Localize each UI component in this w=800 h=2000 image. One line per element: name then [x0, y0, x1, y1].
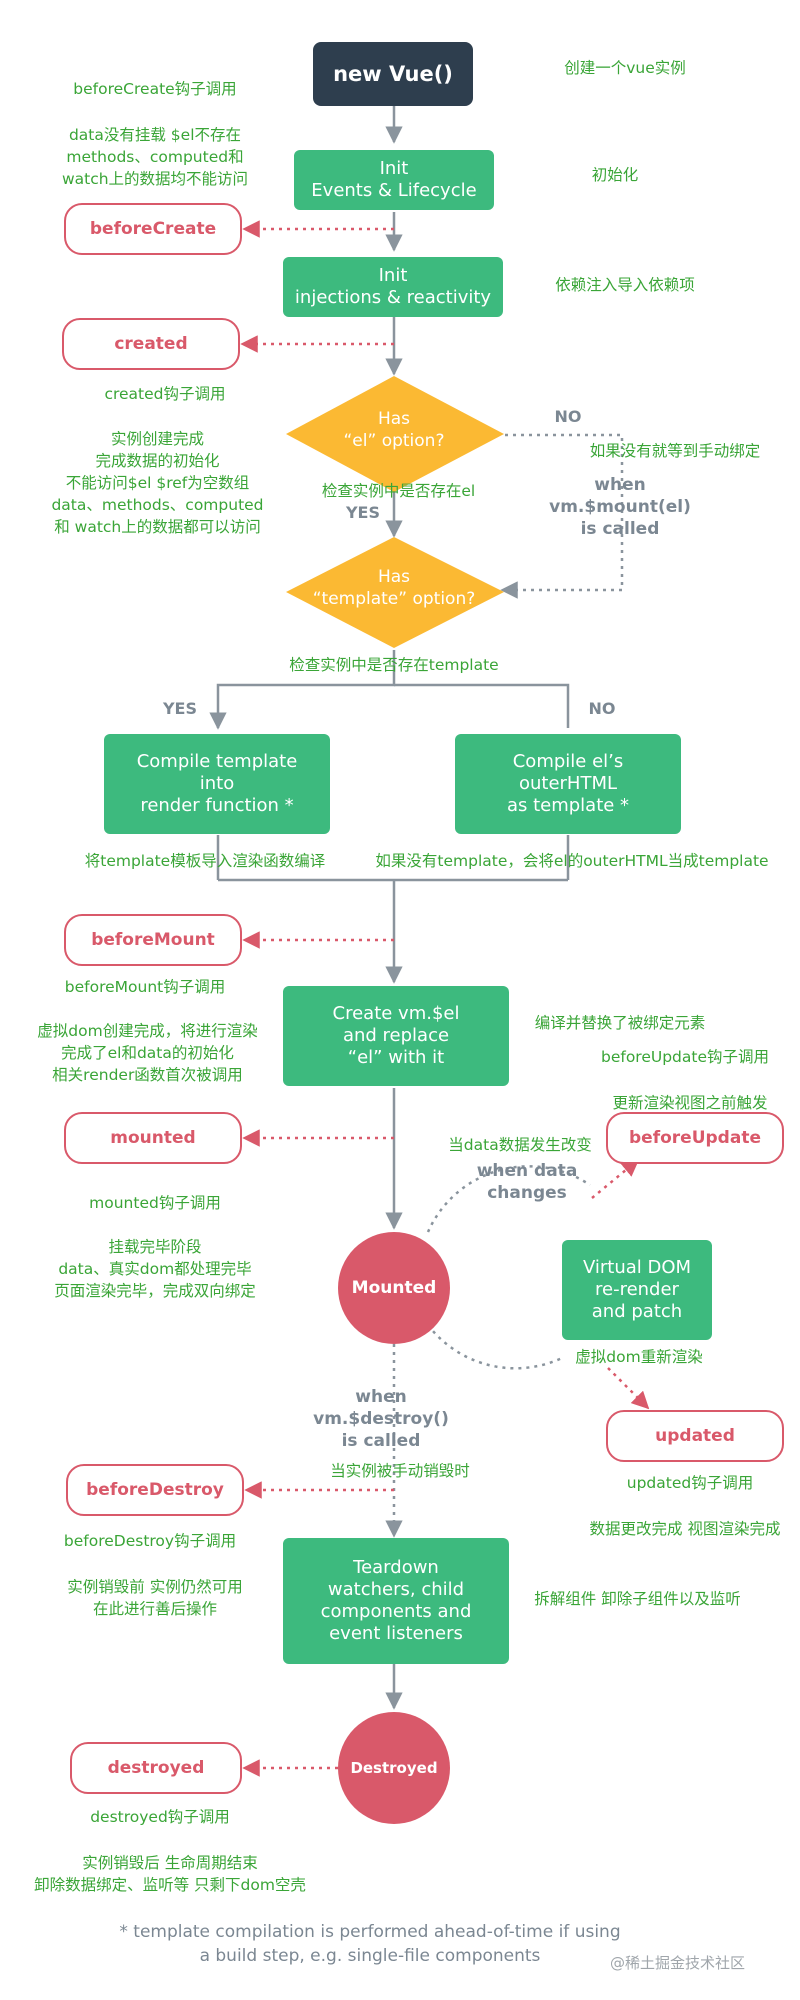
init-events-node: Init Events & Lifecycle: [294, 150, 494, 210]
watermark: @稀土掘金技术社区: [610, 1954, 746, 1972]
has-template-decision-shape: [286, 537, 504, 648]
when-destroy-label: when vm.$destroy() is called: [313, 1387, 449, 1451]
virtual-dom-node: Virtual DOM re-render and patch: [562, 1240, 712, 1340]
annotation-mounted-desc: 挂载完毕阶段 data、真实dom都处理完毕 页面渲染完毕，完成双向绑定: [54, 1238, 256, 1300]
hook-before-mount: beforeMount: [64, 914, 242, 966]
annotation-check-el: 检查实例中是否存在el: [321, 482, 476, 500]
hook-line: [607, 1367, 650, 1410]
hook-before-update: beforeUpdate: [606, 1112, 784, 1164]
annotation-outer-html-note: 如果没有template，会将el的outerHTML当成template: [375, 852, 769, 870]
yes-label-el: YES: [345, 503, 381, 522]
new-vue-node: new Vue(): [313, 42, 473, 106]
annotation-before-mount-desc: 虚拟dom创建完成，将进行渲染 完成了el和data的初始化 相关render函…: [37, 1022, 258, 1084]
annotation-initialize: 初始化: [591, 166, 639, 184]
flow-line: [209, 650, 396, 730]
hook-before-create: beforeCreate: [64, 203, 242, 255]
hook-destroyed: destroyed: [70, 1742, 242, 1794]
annotation-created-call: created钩子调用: [104, 385, 226, 403]
footnote: * template compilation is performed ahea…: [119, 1922, 621, 1966]
has-el-decision-shape: [286, 376, 504, 492]
annotation-teardown-desc: 拆解组件 卸除子组件以及监听: [534, 1590, 741, 1608]
annotation-manual-bind: 如果没有就等到手动绑定: [589, 442, 761, 460]
has-el-label: Has “el” option?: [343, 409, 445, 451]
annotation-compile-note: 将template模板导入渲染函数编译: [84, 852, 326, 870]
annotation-destroyed-call: destroyed钩子调用: [90, 1808, 230, 1826]
annotation-before-destroy-call: beforeDestroy钩子调用: [63, 1532, 237, 1550]
annotation-check-template: 检查实例中是否存在template: [289, 656, 499, 674]
annotation-manual-destroy: 当实例被手动销毁时: [330, 1462, 470, 1480]
teardown-node: Teardown watchers, child components and …: [283, 1538, 509, 1664]
hook-updated: updated: [606, 1410, 784, 1462]
update-cycle-arc: [427, 1324, 563, 1370]
when-mount-label: when vm.$mount(el) is called: [549, 475, 691, 539]
hook-created: created: [62, 318, 240, 370]
hook-mounted: mounted: [64, 1112, 242, 1164]
annotation-before-render: 更新渲染视图之前触发: [612, 1094, 768, 1112]
annotation-create-instance: 创建一个vue实例: [564, 59, 686, 77]
annotation-update-complete: 数据更改完成 视图渲染完成: [589, 1520, 781, 1538]
create-vm-node: Create vm.$el and replace “el” with it: [283, 986, 509, 1086]
yes-label-template: YES: [162, 699, 198, 718]
mount-loop-line: [500, 433, 624, 599]
annotation-before-destroy-desc: 实例销毁前 实例仍然可用 在此进行善后操作: [67, 1578, 243, 1618]
annotation-vdom-rerender: 虚拟dom重新渲染: [575, 1348, 703, 1366]
compile-template-node: Compile template into render function *: [104, 734, 330, 834]
annotation-before-create-desc: data没有挂载 $el不存在 methods、computed和 watch上…: [61, 126, 249, 188]
hook-before-destroy: beforeDestroy: [66, 1464, 244, 1516]
init-injections-node: Init injections & reactivity: [283, 257, 503, 317]
annotation-mounted-call: mounted钩子调用: [89, 1194, 221, 1212]
no-label-template: NO: [588, 699, 616, 718]
annotation-created-desc: 实例创建完成 完成数据的初始化 不能访问$el $ref为空数组 data、me…: [51, 430, 264, 536]
destroyed-state: Destroyed: [338, 1712, 450, 1824]
annotation-data-change: 当data数据发生改变: [448, 1136, 592, 1154]
compile-el-node: Compile el’s outerHTML as template *: [455, 734, 681, 834]
annotation-before-update-call: beforeUpdate钩子调用: [600, 1048, 770, 1066]
annotation-before-create-call: beforeCreate钩子调用: [73, 80, 237, 98]
has-template-label: Has “template” option?: [312, 567, 476, 609]
mounted-state: Mounted: [338, 1232, 450, 1344]
update-cycle-arc: [426, 1165, 591, 1233]
annotation-destroyed-desc: 实例销毁后 生命周期结束 卸除数据绑定、监听等 只剩下dom空壳: [34, 1854, 306, 1894]
annotation-updated-call: updated钩子调用: [626, 1474, 754, 1492]
annotation-compile-replace: 编译并替换了被绑定元素: [534, 1014, 706, 1032]
annotation-before-mount-call: beforeMount钩子调用: [64, 978, 226, 996]
flow-line: [394, 683, 570, 728]
annotation-dependency-injection: 依赖注入导入依赖项: [555, 276, 695, 294]
hook-line: [591, 1158, 640, 1199]
no-label-el: NO: [554, 407, 582, 426]
when-data-changes-label: when data changes: [476, 1161, 578, 1203]
